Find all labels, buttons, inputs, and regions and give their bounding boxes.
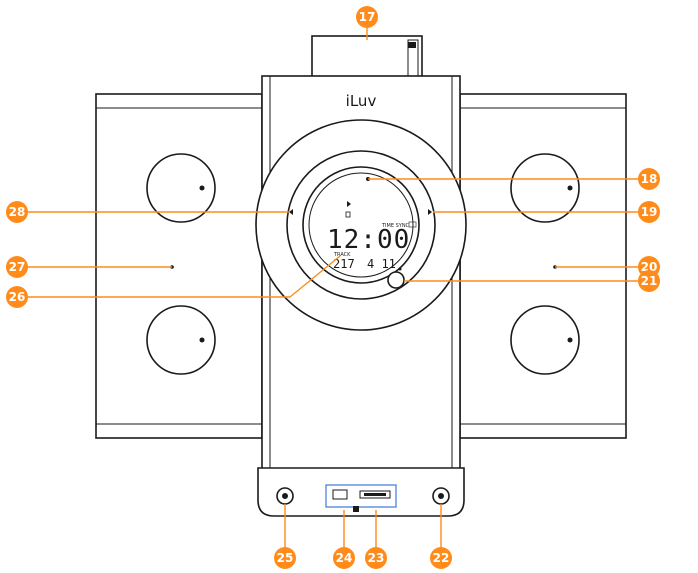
svg-text:19: 19 (641, 205, 658, 219)
left-lower-speaker (146, 305, 216, 375)
callout-27: 27 (6, 256, 28, 278)
track-label: TRACK (333, 252, 351, 258)
callout-18: 18 (638, 168, 660, 190)
right-upper-speaker (510, 153, 580, 223)
callout-25: 25 (274, 547, 296, 569)
callout-26: 26 (6, 286, 28, 308)
play-icon (347, 201, 351, 207)
clock-display: 12:00 (327, 225, 410, 255)
next-icon[interactable] (428, 209, 432, 215)
callout-19: 19 (638, 201, 660, 223)
dock-cradle (311, 35, 423, 81)
callout-28: 28 (6, 201, 28, 223)
prev-icon[interactable] (289, 209, 293, 215)
callout-23: 23 (365, 547, 387, 569)
leader-lines (22, 26, 638, 550)
left-speaker-panel (95, 93, 263, 439)
sd-card-icon[interactable] (359, 490, 391, 499)
lcd-display (302, 166, 420, 284)
callout-21: 21 (638, 270, 660, 292)
right-lower-speaker (510, 305, 580, 375)
callout-17: 17 (356, 6, 378, 28)
svg-text:18: 18 (641, 172, 658, 186)
svg-text:22: 22 (433, 551, 450, 565)
port-panel (325, 484, 397, 508)
svg-text:24: 24 (336, 551, 353, 565)
right-speaker-panel (459, 93, 627, 439)
bottom-base (257, 467, 465, 517)
svg-text:17: 17 (359, 10, 376, 24)
callout-22: 22 (430, 547, 452, 569)
track-number: 217 (333, 257, 355, 271)
time-sync-label: TIME SYNC (381, 223, 410, 229)
brand-logo: iLuv (346, 92, 377, 110)
svg-text:23: 23 (368, 551, 385, 565)
track-time: 4 11 (367, 257, 396, 271)
svg-text:27: 27 (9, 260, 26, 274)
svg-text:25: 25 (277, 551, 294, 565)
snooze-button[interactable] (387, 271, 405, 289)
folder-icon (353, 506, 359, 512)
svg-text:21: 21 (641, 274, 658, 288)
usb-icon[interactable] (332, 489, 348, 500)
svg-text:20: 20 (641, 260, 658, 274)
callout-24: 24 (333, 547, 355, 569)
left-upper-speaker (146, 153, 216, 223)
svg-text:26: 26 (9, 290, 26, 304)
svg-text:28: 28 (9, 205, 26, 219)
battery-icon (345, 211, 351, 218)
center-body: iLuv TIME SYNC 12:00 TRACK 217 4 11 (255, 75, 467, 475)
